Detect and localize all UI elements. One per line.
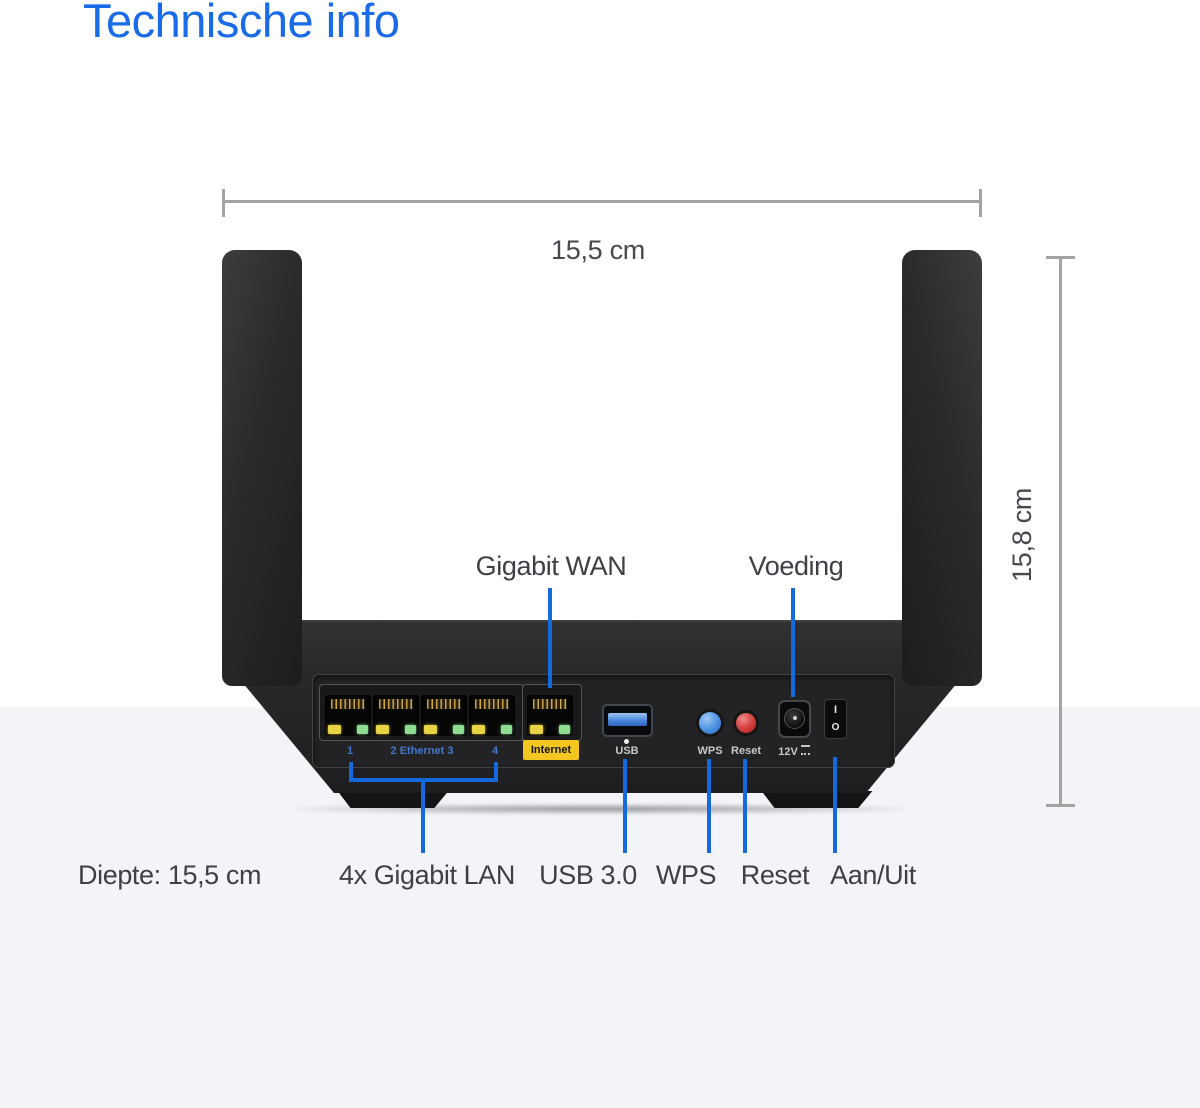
- led-green: [405, 725, 416, 734]
- callout-line-power-switch: [833, 757, 837, 853]
- switch-off-mark: O: [831, 722, 840, 733]
- depth-label: Diepte: 15,5 cm: [78, 860, 262, 890]
- router-foot-left: [337, 791, 449, 808]
- ethernet-port-4: [469, 695, 515, 736]
- port-number-1: 1: [346, 745, 354, 757]
- rj45-pins-icon: [331, 699, 365, 709]
- port-number-ethernet: 2 Ethernet 3: [390, 745, 454, 757]
- led-yellow: [424, 725, 437, 734]
- power-jack-pin: [793, 716, 797, 720]
- router-antenna-left: [222, 250, 302, 686]
- callout-bracket-left: [349, 762, 353, 780]
- rj45-pins-icon: [475, 699, 509, 709]
- callout-label-gigabit-wan: Gigabit WAN: [475, 551, 627, 581]
- callout-line-reset: [743, 759, 747, 853]
- callout-label-usb: USB 3.0: [539, 860, 637, 890]
- callout-line-wps: [707, 759, 711, 853]
- ethernet-port-3: [421, 695, 467, 736]
- router-foot-right: [761, 791, 873, 808]
- rj45-pins-icon: [533, 699, 567, 709]
- rj45-pins-icon: [379, 699, 413, 709]
- width-dimension-label: 15,5 cm: [551, 235, 645, 265]
- internet-port: [527, 695, 573, 736]
- port-number-4: 4: [491, 745, 499, 757]
- callout-bracket-right: [494, 762, 498, 780]
- usb-port: [602, 704, 653, 737]
- height-dimension-tick-bottom: [1046, 804, 1075, 807]
- usb-port-label: USB: [615, 745, 639, 757]
- led-green: [559, 725, 570, 734]
- led-green: [501, 725, 512, 734]
- callout-line-gigabit-wan: [548, 588, 552, 688]
- callout-label-wps: WPS: [655, 860, 717, 890]
- router-antenna-right: [902, 250, 982, 686]
- width-dimension-tick-right: [979, 189, 982, 217]
- led-green: [453, 725, 464, 734]
- usb-3-tongue-icon: [608, 713, 647, 726]
- width-dimension-line: [224, 200, 981, 203]
- height-dimension-label: 15,8 cm: [1007, 488, 1037, 582]
- callout-label-lan: 4x Gigabit LAN: [339, 860, 515, 890]
- power-switch: I O: [824, 699, 847, 739]
- power-jack: [778, 700, 811, 738]
- ethernet-port-2: [373, 695, 419, 736]
- ethernet-port-1: [325, 695, 371, 736]
- led-yellow: [328, 725, 341, 734]
- callout-line-voeding: [791, 588, 795, 697]
- router-shadow: [296, 804, 904, 814]
- rj45-pins-icon: [427, 699, 461, 709]
- height-dimension-tick-top: [1046, 256, 1075, 259]
- wps-button: [699, 712, 721, 734]
- led-yellow: [376, 725, 389, 734]
- internet-port-label: Internet: [523, 740, 579, 760]
- led-green: [357, 725, 368, 734]
- wps-button-label: WPS: [697, 745, 723, 757]
- led-yellow: [472, 725, 485, 734]
- callout-label-power-switch: Aan/Uit: [830, 860, 916, 890]
- reset-button-label: Reset: [731, 745, 761, 757]
- callout-line-lan: [421, 780, 425, 853]
- power-jack-label: 12V: [764, 745, 824, 758]
- usb-indicator-dot: [624, 739, 629, 744]
- callout-label-voeding: Voeding: [748, 551, 844, 581]
- callout-line-usb: [623, 759, 627, 853]
- width-dimension-tick-left: [222, 189, 225, 217]
- height-dimension-line: [1059, 257, 1062, 807]
- page-title: Technische info: [83, 0, 400, 47]
- led-yellow: [530, 725, 543, 734]
- callout-label-reset: Reset: [740, 860, 810, 890]
- dc-symbol-icon: [800, 745, 810, 755]
- switch-on-mark: I: [833, 704, 838, 716]
- reset-button: [736, 713, 756, 733]
